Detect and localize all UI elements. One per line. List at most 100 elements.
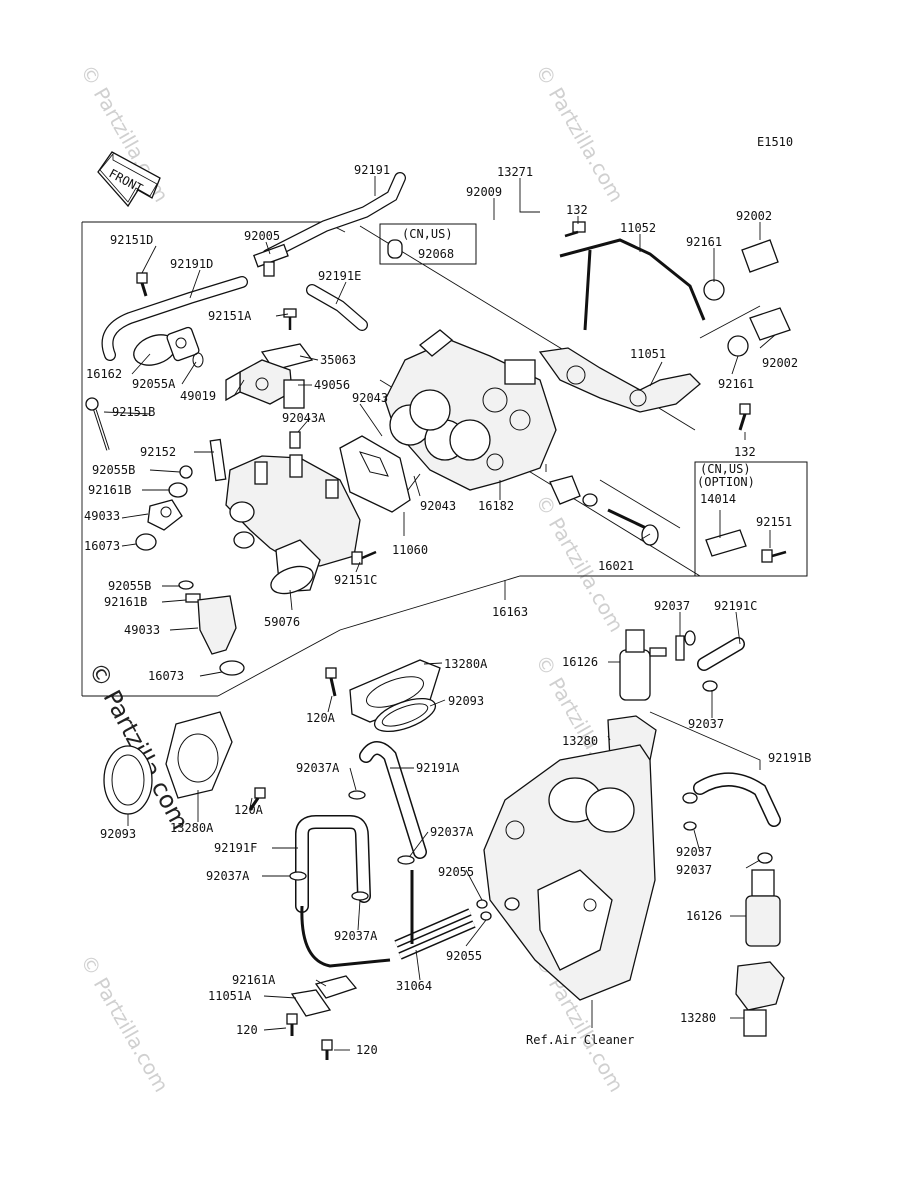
cnus-box-line1: (CN,US)	[402, 227, 453, 241]
bolts-top-left	[136, 272, 297, 330]
label-92151: 92151	[756, 515, 792, 529]
hose-92191b	[682, 772, 781, 827]
screw-assy-16021	[549, 475, 659, 546]
label-92009: 92009	[466, 185, 502, 199]
label-16126-top: 16126	[562, 655, 598, 669]
label-13280-bottom: 13280	[680, 1011, 716, 1025]
label-92191d: 92191D	[170, 257, 213, 271]
label-92191f: 92191F	[214, 841, 257, 855]
label-120-left: 120	[236, 1023, 258, 1037]
cnus-box: (CN,US)	[379, 223, 477, 265]
injector-parts-lower	[178, 580, 245, 676]
label-92002-bottom: 92002	[762, 356, 798, 370]
label-92093-left: 92093	[100, 827, 136, 841]
bolts-92002	[703, 239, 791, 431]
label-92161a: 92161A	[232, 973, 276, 987]
intake-manifold	[225, 454, 361, 595]
label-11052: 11052	[620, 221, 656, 235]
label-16162: 16162	[86, 367, 122, 381]
label-13271: 13271	[497, 165, 533, 179]
label-92161b: 92161B	[88, 483, 131, 497]
pipe-31064	[394, 897, 520, 960]
label-92037-top: 92037	[654, 599, 690, 613]
label-13280a-left: 13280A	[170, 821, 214, 835]
clamps-92037a	[289, 790, 415, 901]
hose-92191f	[295, 815, 371, 913]
label-16163: 16163	[492, 605, 528, 619]
label-49033-2: 49033	[124, 623, 160, 637]
pump-16126-upper	[619, 629, 685, 701]
watermark-2: © Partzilla.com	[531, 61, 629, 207]
label-ref-air-cleaner: Ref.Air Cleaner	[526, 1033, 634, 1047]
hose-92191	[262, 172, 406, 261]
part-labels: 92191 13271 92009 132 11052 92002 92161 …	[84, 163, 811, 1057]
label-92191a: 92191A	[416, 761, 460, 775]
label-92043a: 92043A	[282, 411, 326, 425]
label-14014: 14014	[700, 492, 736, 506]
label-92037-mid: 92037	[688, 717, 724, 731]
label-92043: 92043	[420, 499, 456, 513]
hose-92191e	[306, 284, 368, 331]
bracket-11051a	[286, 975, 358, 1060]
label-92037a-left: 92037A	[206, 869, 250, 883]
option-box: (CN,US) (OPTION)	[694, 461, 808, 577]
label-92191c: 92191C	[714, 599, 757, 613]
label-49019: 49019	[180, 389, 216, 403]
option-box-line1: (CN,US)	[700, 462, 751, 476]
label-92055-top: 92055	[438, 865, 474, 879]
label-92161-top: 92161	[686, 235, 722, 249]
gasket-11060	[339, 435, 411, 513]
t-fitting-92005	[253, 243, 289, 277]
label-92037-right2: 92037	[676, 863, 712, 877]
label-92043-top: 92043	[352, 391, 388, 405]
label-49056: 49056	[314, 378, 350, 392]
diagram-code: E1510	[757, 135, 793, 149]
connector-13280-lower	[735, 961, 785, 1037]
label-16073-2: 16073	[148, 669, 184, 683]
label-92161-bottom: 92161	[718, 377, 754, 391]
label-92002-top: 92002	[736, 209, 772, 223]
label-16073: 16073	[84, 539, 120, 553]
label-13280-top: 13280	[562, 734, 598, 748]
label-16126-bottom: 16126	[686, 909, 722, 923]
hose-92191a	[359, 741, 427, 859]
bracket-11052	[559, 221, 706, 331]
throttle-body	[384, 329, 557, 491]
label-13280a-top: 13280A	[444, 657, 488, 671]
label-120-bottom: 120	[356, 1043, 378, 1057]
label-92005: 92005	[244, 229, 280, 243]
label-92191b: 92191B	[768, 751, 811, 765]
bracket-11051	[538, 347, 701, 413]
sensor-bracket	[209, 343, 314, 482]
gasket-13280a-upper	[325, 659, 441, 733]
leader-lines	[103, 176, 776, 1051]
label-120a-left: 120A	[234, 803, 264, 817]
label-92161b-2: 92161B	[104, 595, 147, 609]
label-92093: 92093	[448, 694, 484, 708]
label-92152: 92152	[140, 445, 176, 459]
label-11060: 11060	[392, 543, 428, 557]
label-92068: 92068	[418, 247, 454, 261]
pump-16126-lower	[745, 852, 781, 947]
label-59076: 59076	[264, 615, 300, 629]
watermark-5: © Partzilla.com	[76, 951, 174, 1097]
hose-92191d	[101, 276, 248, 361]
label-11051: 11051	[630, 347, 666, 361]
label-92191e: 92191E	[318, 269, 361, 283]
label-92151c: 92151C	[334, 573, 377, 587]
hose-long-lower	[300, 870, 414, 968]
label-92055b-2: 92055B	[108, 579, 151, 593]
label-35063: 35063	[320, 353, 356, 367]
injector-parts-upper	[135, 465, 193, 551]
label-31064: 31064	[396, 979, 432, 993]
option-parts	[705, 529, 787, 563]
label-92191: 92191	[354, 163, 390, 177]
label-92037a-right: 92037A	[430, 825, 474, 839]
label-120a-top: 120A	[306, 711, 336, 725]
label-92151a: 92151A	[208, 309, 252, 323]
hose-clamp-bolt-92151c	[351, 550, 377, 565]
hose-92191c	[697, 637, 745, 692]
label-92055a: 92055A	[132, 377, 176, 391]
label-92055b: 92055B	[92, 463, 135, 477]
